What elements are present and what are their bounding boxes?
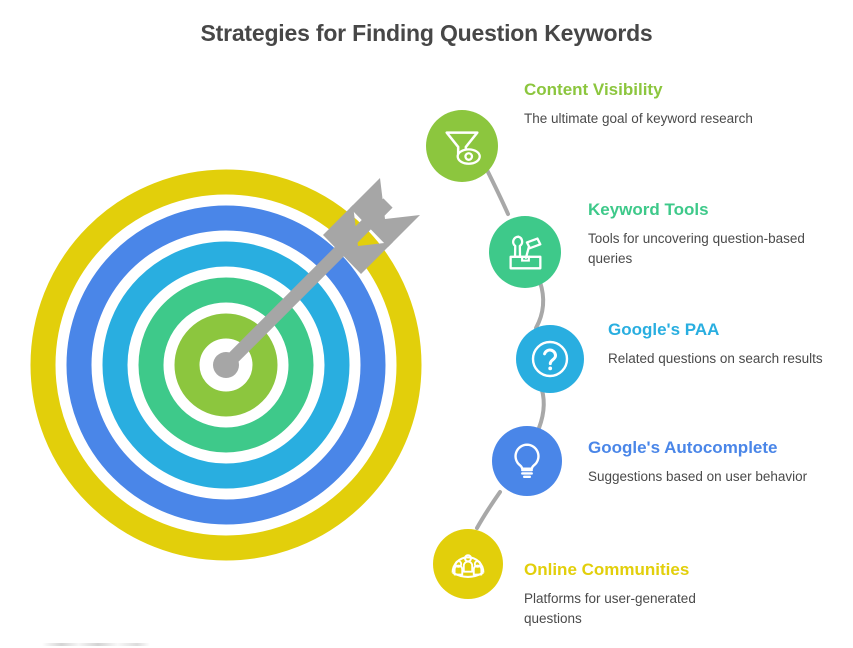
- connector-1-2: [484, 166, 510, 216]
- textblock-keyword-tools: Keyword Tools Tools for uncovering quest…: [588, 200, 823, 268]
- people-group-icon: [451, 554, 485, 578]
- textblock-content-visibility: Content Visibility The ultimate goal of …: [524, 80, 754, 129]
- node-content-visibility[interactable]: [426, 110, 498, 182]
- item-desc-googles-paa: Related questions on search results: [608, 351, 823, 367]
- toolbox-icon: [509, 235, 542, 270]
- item-desc-online-communities: Platforms for user-generated questions: [524, 591, 696, 626]
- page-title: Strategies for Finding Question Keywords: [200, 20, 653, 46]
- target-ring-blue: [66, 205, 386, 525]
- node-online-communities[interactable]: [433, 529, 503, 599]
- textblock-googles-autocomplete: Google's Autocomplete Suggestions based …: [588, 438, 820, 487]
- item-title-online-communities: Online Communities: [524, 560, 690, 579]
- connector-2-3: [534, 280, 546, 330]
- node-googles-autocomplete[interactable]: [492, 426, 562, 496]
- funnel-eye-icon: [445, 131, 481, 165]
- target-ring-olive: [174, 313, 278, 417]
- textblock-googles-paa: Google's PAA Related questions on search…: [608, 320, 840, 369]
- target-ring-green: [138, 277, 314, 453]
- item-title-googles-paa: Google's PAA: [608, 320, 720, 339]
- connector-4-5: [475, 490, 502, 530]
- item-desc-content-visibility: The ultimate goal of keyword research: [524, 111, 753, 127]
- textblock-online-communities: Online Communities Platforms for user-ge…: [524, 560, 756, 628]
- node-googles-paa[interactable]: [516, 325, 584, 393]
- target-ring-yellow: [30, 169, 422, 561]
- question-mark-icon: [531, 340, 569, 378]
- item-desc-keyword-tools: Tools for uncovering question-based quer…: [588, 231, 805, 266]
- lightbulb-icon: [514, 443, 540, 478]
- arrow-fletching: [323, 178, 420, 274]
- item-title-content-visibility: Content Visibility: [524, 80, 663, 99]
- arrow-tip-dot: [213, 352, 239, 378]
- target-graphic: [28, 155, 448, 575]
- arrow-shaft: [221, 198, 393, 370]
- node-keyword-tools[interactable]: [489, 216, 561, 288]
- bottom-edge-artifact: [42, 643, 150, 646]
- target-ring-cyan: [102, 241, 350, 489]
- item-title-googles-autocomplete: Google's Autocomplete: [588, 438, 778, 457]
- item-desc-googles-autocomplete: Suggestions based on user behavior: [588, 469, 808, 485]
- item-title-keyword-tools: Keyword Tools: [588, 200, 709, 219]
